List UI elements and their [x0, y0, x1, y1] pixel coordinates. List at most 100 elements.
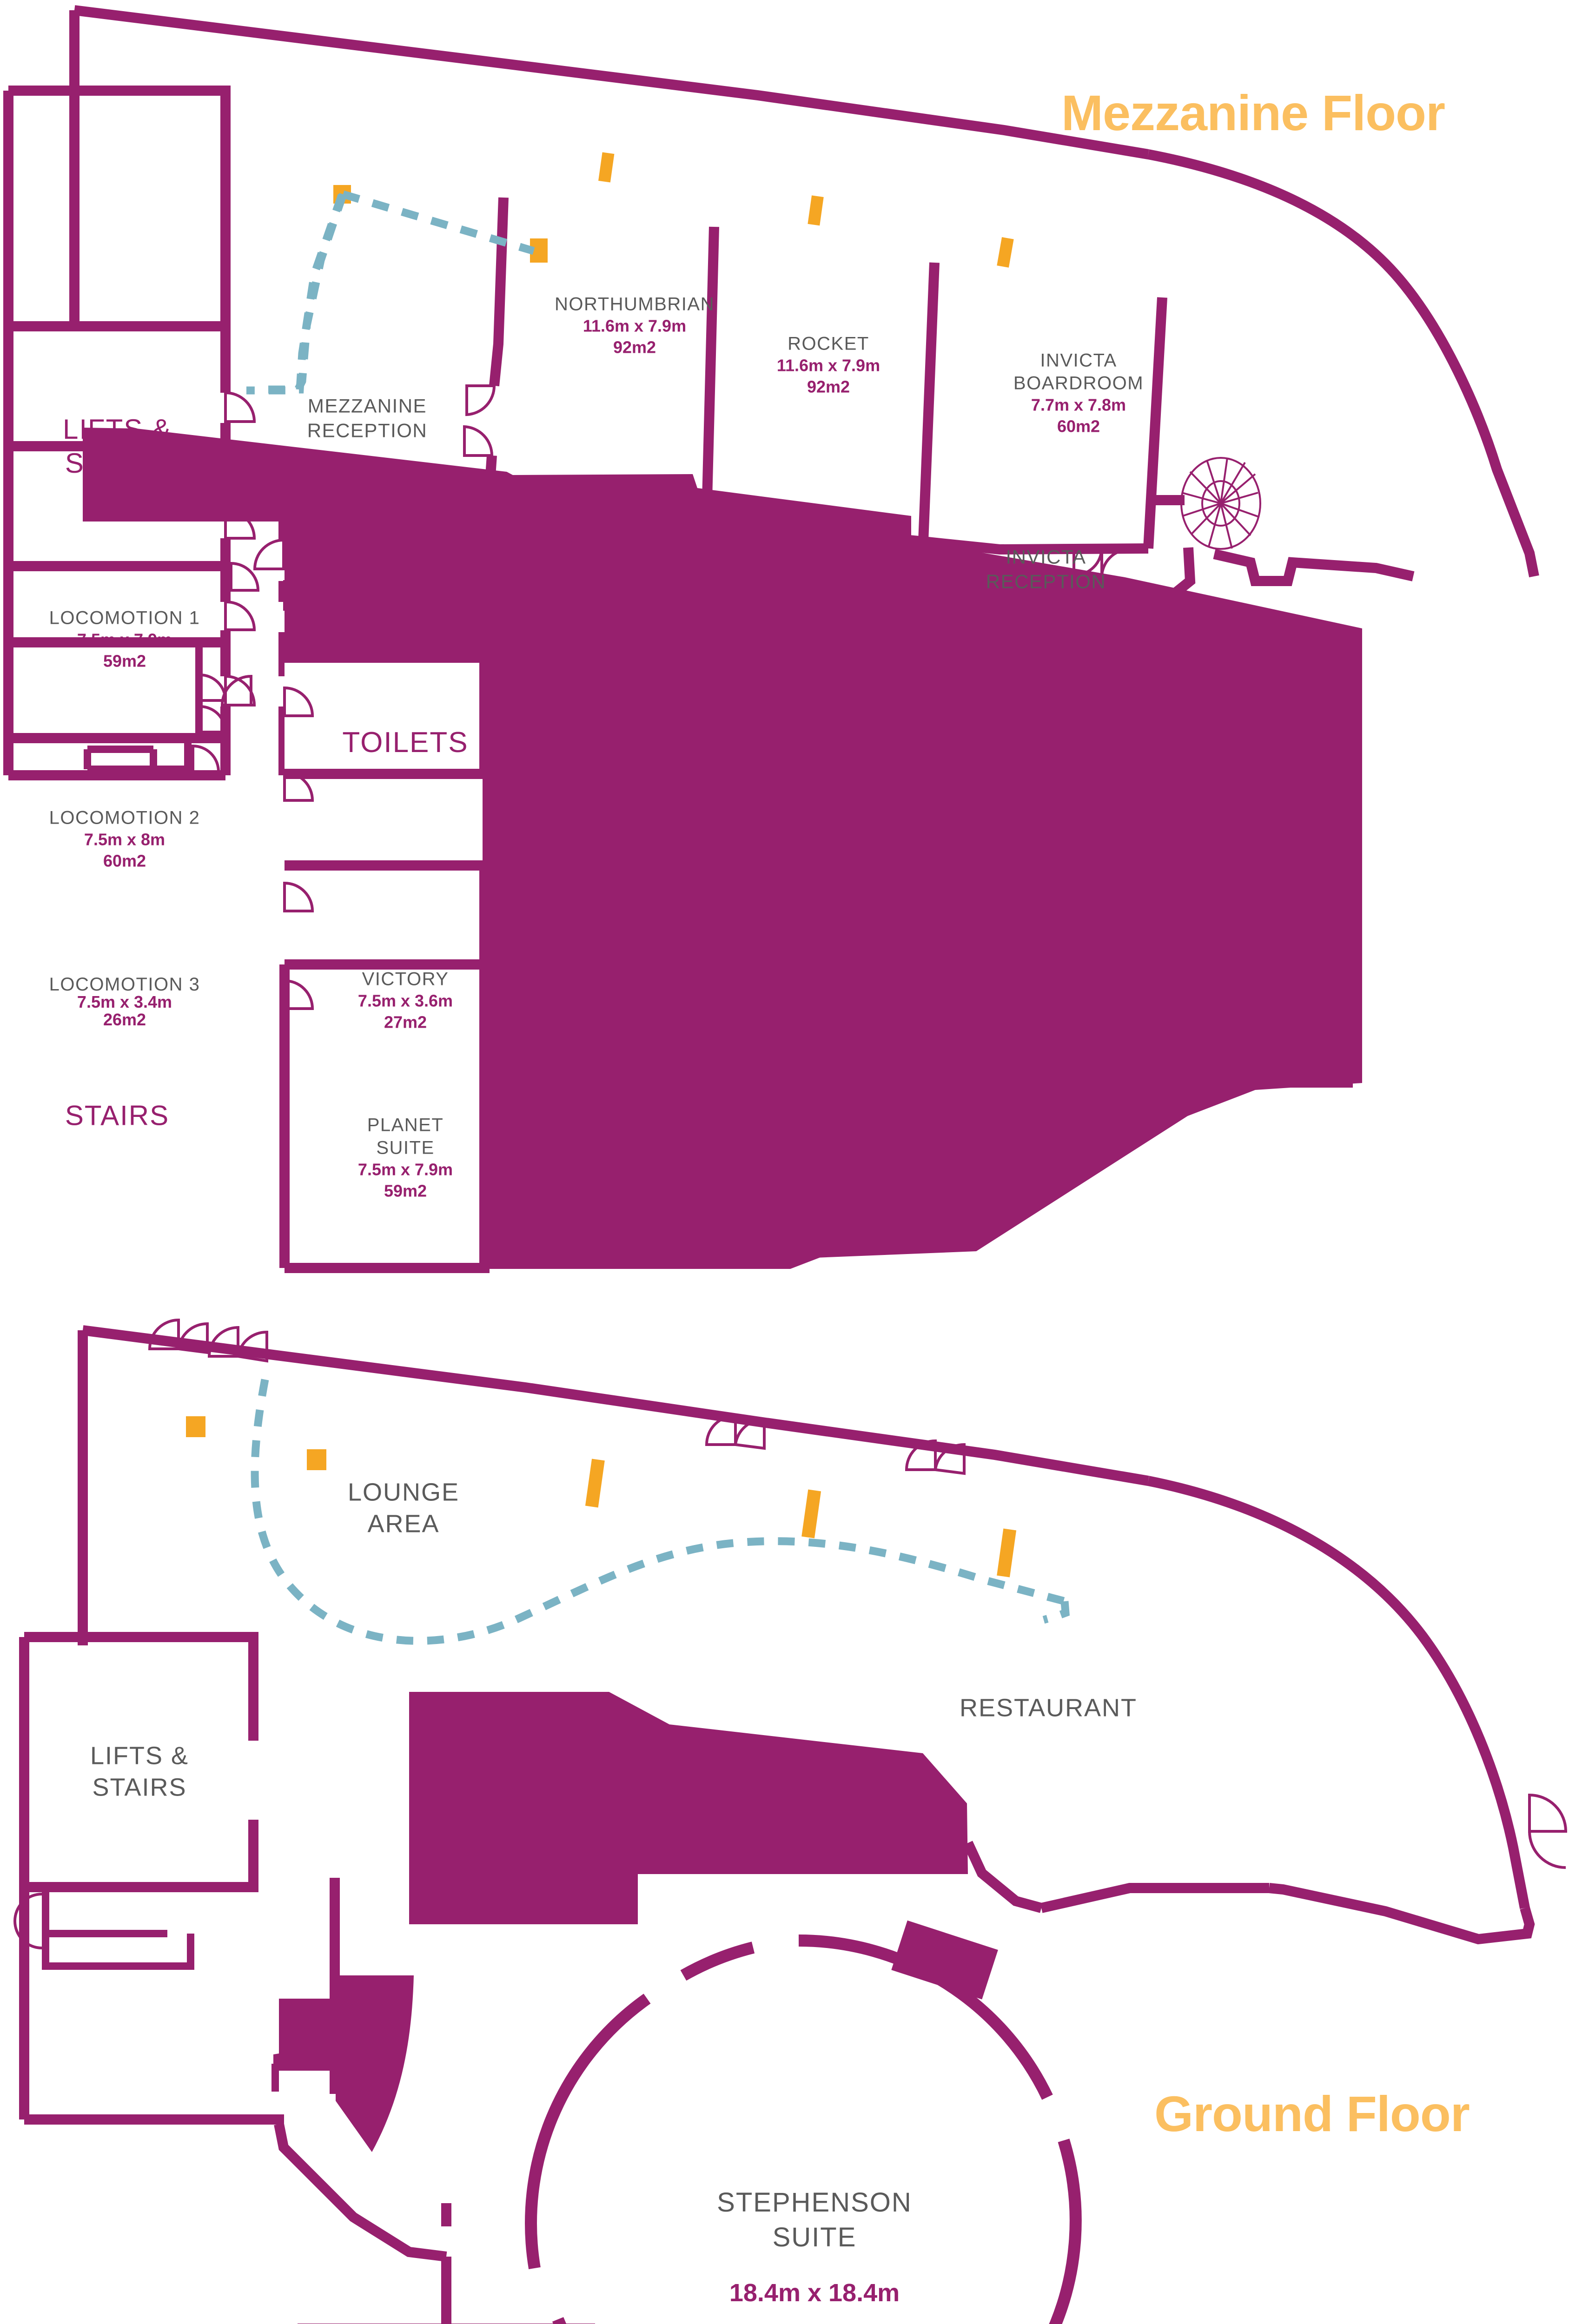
ground-solid-block-left [273, 1975, 414, 2152]
ground-door-lobby [13, 1893, 42, 1949]
ground-solid-block-upper [409, 1692, 968, 1924]
room-label-planet-suite: PLANET SUITE 7.5m x 7.9m 59m2 [358, 1114, 453, 1201]
mezz-void-fill-main [285, 493, 1362, 1269]
ground-lobby-strip [42, 1887, 194, 1970]
mezz-stairs-label: STAIRS [65, 1100, 170, 1131]
room-dims-rocket: 11.6m x 7.9m [776, 356, 880, 375]
ground-route-dashed-tail [1042, 1601, 1070, 1624]
mezz-door-east-arc [1037, 681, 1102, 709]
invicta-reception-label: INVICTA RECEPTION [986, 546, 1106, 593]
room-name-locomotion-3: LOCOMOTION 3 [49, 974, 200, 995]
mezz-lifts-stairs-box [8, 86, 231, 326]
mezz-doors-group [192, 384, 1130, 1010]
mezz-spiral-lower-wall [1122, 547, 1196, 632]
marker-ground-4 [801, 1489, 821, 1538]
ground-floor-group [13, 1318, 1568, 2324]
stephenson-suite-label: STEPHENSON SUITE 18.4m x 18.4m 340 m2 [717, 2175, 912, 2324]
marker-mezz-5 [997, 237, 1014, 268]
room-label-locomotion-3: LOCOMOTION 3 7.5m x 3.4m 26m2 [49, 975, 200, 1028]
ground-door-right-edge-2 [1528, 1831, 1566, 1869]
room-name-rocket: ROCKET [788, 333, 869, 354]
room-name-victory: VICTORY [362, 969, 449, 990]
mezz-east-angled-wall [1033, 623, 1128, 700]
mezz-northumbrian-left-wall [489, 197, 509, 387]
stephenson-suite-name: STEPHENSON SUITE [717, 2187, 912, 2253]
mezzanine-floor-group [3, 5, 1539, 1273]
room-label-northumbrian: NORTHUMBRIAN 11.6m x 7.9m 92m2 [555, 293, 715, 358]
room-area-locomotion-3: 26m2 [103, 1010, 146, 1029]
mezz-outer-curve-wall [1147, 149, 1539, 578]
ground-lifts-stairs-label: LIFTS & STAIRS [90, 1742, 189, 1802]
room-name-locomotion-2: LOCOMOTION 2 [49, 807, 200, 828]
ground-lower-angled-wall [274, 2123, 447, 2262]
room-label-victory: VICTORY 7.5m x 3.6m 27m2 [358, 968, 453, 1033]
mezzanine-floor-title: Mezzanine Floor [1061, 85, 1445, 141]
ground-route-dashed [251, 1379, 1066, 1645]
stephenson-suite-dims: 18.4m x 18.4m [729, 2279, 900, 2307]
room-area-invicta-boardroom: 60m2 [1057, 416, 1100, 436]
mezz-lifts-stairs-label: LIFTS & STAIRS [62, 413, 172, 479]
mezz-toilets-outline [285, 653, 490, 779]
restaurant-label: RESTAURANT [959, 1694, 1138, 1722]
ground-restaurant-feature [891, 1920, 998, 2000]
mezz-divider-rocket-invicta [918, 262, 940, 542]
mezz-east-lower-wall [1213, 549, 1415, 586]
mezz-invicta-right-wall [1143, 297, 1167, 549]
room-dims-locomotion-2: 7.5m x 8m [84, 830, 166, 849]
room-area-victory: 27m2 [384, 1012, 427, 1032]
mezz-planet-outline [285, 959, 490, 1273]
room-label-rocket: ROCKET 11.6m x 7.9m 92m2 [777, 333, 880, 397]
room-area-locomotion-2: 60m2 [103, 851, 146, 871]
room-name-northumbrian: NORTHUMBRIAN [555, 294, 715, 315]
ground-door-right-edge [1528, 1793, 1568, 1833]
mezz-invicta-reception-top [510, 532, 952, 602]
ground-outer-top-wall [82, 1325, 1149, 1486]
room-label-invicta-boardroom: INVICTA BOARDROOM 7.7m x 7.8m 60m2 [1013, 349, 1144, 436]
ground-lifts-stairs-box-2 [24, 1820, 258, 1892]
ground-doors-group [148, 1318, 966, 1475]
spiral-staircase-icon [1180, 457, 1261, 550]
mezz-invicta-reception-left [498, 536, 516, 698]
marker-ground-5 [997, 1528, 1017, 1578]
ground-circle-connector-upper [963, 1841, 1043, 1913]
room-area-planet-suite: 59m2 [384, 1181, 427, 1200]
room-area-northumbrian: 92m2 [613, 337, 656, 357]
room-dims-locomotion-1: 7.5m x 7.9m [77, 630, 172, 649]
lounge-area-label: LOUNGE AREA [347, 1478, 460, 1538]
ground-outer-curve-wall [1147, 1476, 1530, 1909]
room-name-locomotion-1: LOCOMOTION 1 [49, 607, 200, 628]
toilets-label: TOILETS [342, 726, 469, 759]
mezz-toilets-knockout [285, 658, 484, 774]
room-dims-locomotion-3: 7.5m x 3.4m [77, 992, 172, 1011]
ground-circle-connector-right [1040, 1883, 1269, 1913]
room-area-rocket: 92m2 [807, 377, 850, 396]
room-dims-northumbrian: 11.6m x 7.9m [583, 316, 687, 336]
mezz-stairs-lower-details [84, 746, 192, 775]
stephenson-suite-circle [525, 1934, 1082, 2324]
room-name-planet-suite: PLANET SUITE [367, 1115, 444, 1158]
marker-mezz-3 [598, 152, 615, 183]
room-dims-victory: 7.5m x 3.6m [357, 991, 453, 1010]
room-label-locomotion-2: LOCOMOTION 2 7.5m x 8m 60m2 [49, 807, 200, 872]
marker-ground-2 [307, 1449, 326, 1470]
ground-lower-bottom [414, 2257, 595, 2324]
ground-outer-right-lower-wall [1268, 1883, 1535, 1945]
marker-ground-1 [186, 1416, 205, 1437]
mezz-invicta-reception-step [946, 567, 1150, 615]
room-name-invicta-boardroom: INVICTA BOARDROOM [1013, 350, 1144, 394]
room-dims-invicta-boardroom: 7.7m x 7.8m [1031, 395, 1126, 414]
mezz-route-dashed-2 [258, 194, 346, 394]
room-dims-planet-suite: 7.5m x 7.9m [357, 1159, 453, 1179]
ground-floor-title: Ground Floor [1154, 2086, 1470, 2142]
mezz-outer-top-wall [73, 5, 1149, 159]
room-area-locomotion-1: 59m2 [103, 651, 146, 671]
ground-bottom-horizontal [24, 2114, 284, 2125]
marker-mezz-4 [808, 195, 824, 226]
ground-lifts-stairs-box [24, 1632, 258, 1741]
room-label-locomotion-1: LOCOMOTION 1 7.5m x 7.9m 59m2 [49, 607, 200, 672]
mezzanine-reception-label: MEZZANINE RECEPTION [307, 395, 428, 442]
mezz-divider-north-rocket [702, 226, 719, 519]
mezz-route-dashed [246, 190, 535, 395]
